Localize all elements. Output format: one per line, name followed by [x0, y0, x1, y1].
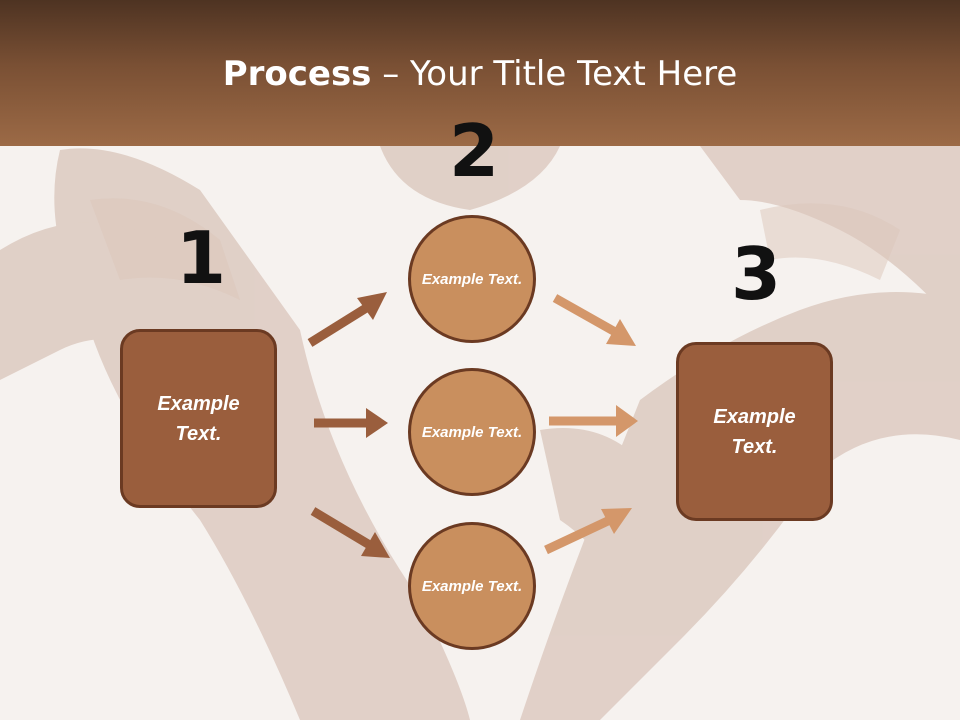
step-1-text: Example Text. [157, 392, 240, 445]
circle-bottom-text: Example Text. [421, 577, 523, 595]
step-number-2: 2 [449, 109, 500, 193]
title-bold: Process [222, 54, 372, 94]
step-1-box: Example Text. [120, 329, 277, 508]
arrow-left-to-top [307, 292, 387, 347]
arrow-middle-to-right [549, 405, 638, 437]
arrow-left-to-middle [314, 408, 388, 438]
step-number-3: 3 [731, 232, 782, 316]
step-3-box: Example Text. [676, 342, 833, 521]
arrow-left-to-bottom [310, 507, 390, 558]
arrow-top-to-right [552, 294, 636, 346]
step-2-circle-top: Example Text. [408, 215, 536, 343]
circle-top-text: Example Text. [421, 270, 523, 288]
title-rest: – Your Title Text Here [371, 54, 738, 94]
slide-title: Process – Your Title Text Here [0, 52, 960, 96]
step-2-circle-bottom: Example Text. [408, 522, 536, 650]
arrow-bottom-to-right [544, 508, 632, 555]
step-number-1: 1 [176, 216, 227, 300]
step-2-circle-middle: Example Text. [408, 368, 536, 496]
title-banner [0, 0, 960, 146]
step-3-text: Example Text. [713, 405, 796, 458]
circle-middle-text: Example Text. [421, 423, 523, 441]
